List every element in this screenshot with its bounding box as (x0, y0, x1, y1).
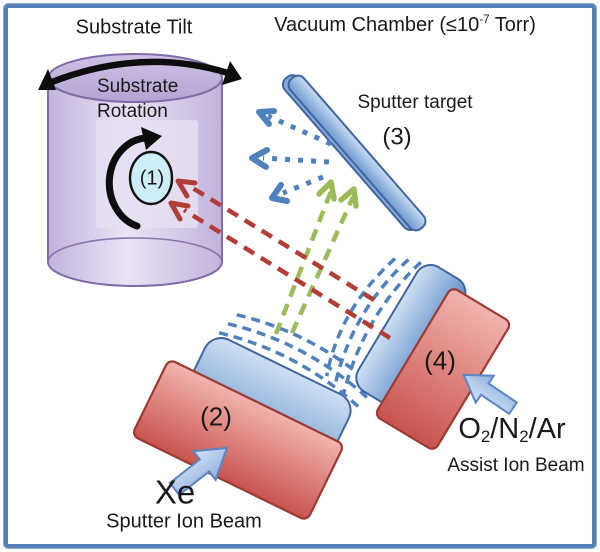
sputter-ion-beam-label: Sputter Ion Beam (106, 510, 262, 533)
sputter-target-number-label: (3) (382, 123, 412, 151)
rotation-arrowhead (141, 127, 162, 150)
tilt-arrowhead-right (222, 61, 242, 85)
tilt-arrowhead-left (38, 69, 56, 90)
assist-beam-line-2 (182, 208, 392, 340)
substrate-rotation-line1: Substrate (97, 76, 179, 97)
substrate-marker (128, 150, 174, 206)
assist-beam-arrows (168, 178, 392, 340)
sputter-beam-line-1 (273, 190, 334, 335)
assist-beam-line-1 (189, 185, 376, 302)
assist-source-number-label: (4) (424, 345, 456, 376)
sputter-beam-arrows (273, 179, 359, 335)
rotation-arrow-arc (105, 134, 150, 230)
sputter-beam-arrowhead-1 (316, 179, 337, 202)
assist-ion-source (324, 257, 511, 450)
vacuum-chamber-text: Vacuum Chamber (≤10 (274, 13, 480, 36)
sputtered-flux-arrowhead-2 (249, 147, 270, 170)
sputter-source-number-label: (2) (200, 401, 232, 432)
xe-inlet-arrow-shape (168, 446, 229, 497)
sputter-source-grid-2 (227, 322, 371, 401)
sputter-beam-line-2 (289, 196, 356, 334)
gas-o: O (458, 412, 481, 445)
xe-inlet-arrow (168, 446, 229, 497)
substrate-tilt-label: Substrate Tilt (75, 16, 193, 39)
substrate-rotation-line2: Rotation (97, 101, 168, 122)
gas-n-sub: 2 (519, 426, 529, 446)
gas-o-sub: 2 (480, 426, 491, 446)
sputtered-flux-arrowhead-1 (256, 108, 277, 127)
assist-beam-arrowhead-1 (175, 178, 198, 199)
sputter-target (281, 74, 427, 232)
assist-gas-label: O2/N2/Ar (458, 412, 566, 446)
sputter-target-face (287, 74, 427, 232)
tilt-arrow-arc (50, 58, 229, 86)
sputtered-flux-arrowhead-3 (269, 182, 290, 204)
sputter-target-label: Sputter target (357, 92, 473, 114)
sputter-source-body (132, 360, 344, 520)
cylinder-bottom-ellipse (47, 237, 223, 287)
assist-source-grid-2 (333, 258, 410, 387)
gas-ar: /Ar (528, 412, 566, 445)
vacuum-chamber-unit: Torr) (489, 13, 536, 36)
sputter-source-grid-1 (218, 331, 362, 410)
sputtered-flux-line-3 (282, 174, 324, 196)
rotation-arrow (105, 127, 162, 230)
sputtered-flux-line-2 (262, 155, 330, 165)
xe-gas-label: Xe (154, 473, 196, 511)
vacuum-chamber-exponent: -7 (479, 13, 490, 27)
assist-inlet-arrow-shape (462, 373, 519, 416)
substrate-number-label: (1) (139, 167, 165, 190)
tilt-arrow (38, 58, 242, 90)
gas-n: /N (490, 412, 520, 445)
assist-source-grid-1 (341, 261, 422, 396)
vacuum-chamber-label: Vacuum Chamber (≤10-7 Torr) (274, 14, 536, 36)
sputtered-flux-arrows (249, 108, 333, 204)
substrate-rotation-label: Substrate Rotation (97, 74, 178, 124)
assist-inlet-arrow (462, 373, 519, 416)
assist-beam-arrowhead-2 (168, 200, 191, 222)
assist-source-grid-3 (324, 257, 397, 377)
sputter-beam-arrowhead-2 (338, 186, 359, 209)
assist-ion-beam-label: Assist Ion Beam (447, 455, 585, 477)
